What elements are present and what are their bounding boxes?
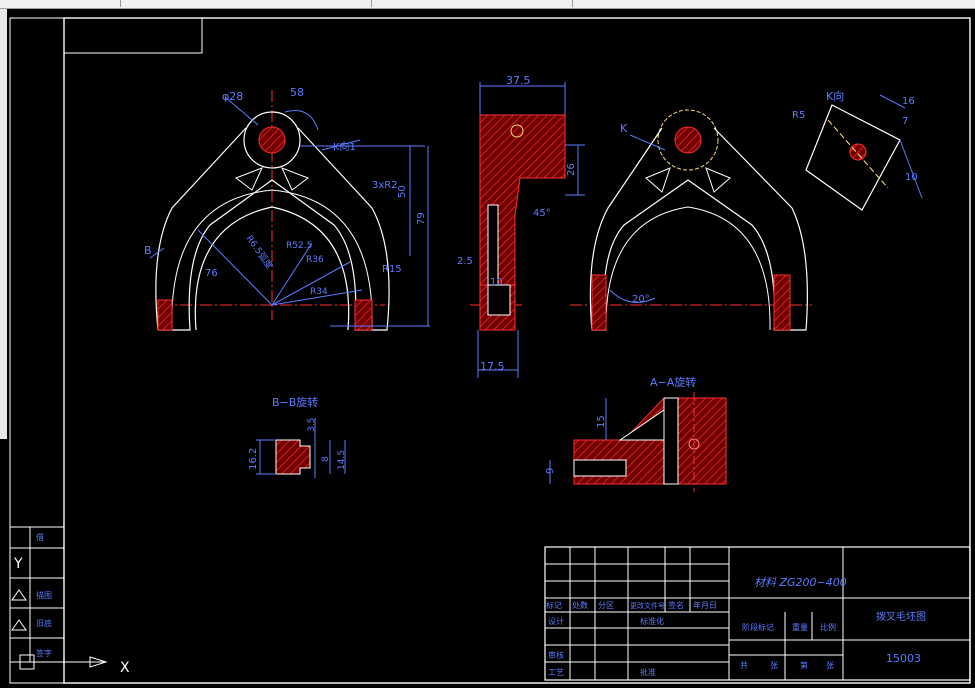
tb-row-0: 标记: [546, 600, 562, 610]
panel-label-4: 签字: [36, 648, 52, 658]
tb-row-5: 年月日: [693, 600, 717, 610]
dim-16: 16: [902, 96, 915, 107]
tb-sig-2: 工艺: [548, 668, 564, 677]
dim-d28: φ28: [222, 90, 243, 103]
dim-10k: 10: [905, 172, 918, 183]
dim-37: 37.5: [506, 74, 531, 87]
tb-stage-2: 比例: [820, 622, 836, 632]
dim-50: 50: [397, 185, 408, 198]
dim-76: 76: [205, 268, 218, 279]
dim-15: 15: [596, 415, 607, 428]
mark-b: B: [144, 244, 152, 257]
dim-10: 10: [490, 277, 503, 288]
inner-frame: [63, 17, 971, 684]
tb-part-name: 拨叉毛坯图: [876, 610, 926, 623]
tb-misc-1: 批准: [640, 667, 656, 677]
dim-7: 7: [902, 116, 908, 127]
dim-16-2: 16.2: [248, 448, 259, 470]
dim-20deg: 20°: [632, 294, 650, 305]
panel-label-3: 旧底: [36, 618, 52, 628]
tb-stage-0: 阶段标记: [742, 622, 774, 632]
title-block: 标记 处数 分区 更改文件号 签名 年月日 设计 审核 工艺 标准化 批准 阶段…: [544, 546, 971, 681]
corner-box: [63, 17, 203, 54]
dim-r5: R5: [792, 110, 805, 121]
dim-17-5: 17.5: [480, 360, 505, 373]
k-view: K向 R5 16 7 10: [792, 89, 923, 211]
tb-material: 材料 ZG200−400: [754, 576, 847, 589]
tb-sheet-0: 共: [740, 661, 748, 670]
panel-label-0: 借: [36, 532, 44, 542]
aa-section: A−A旋转 15 9: [545, 375, 727, 492]
cad-drawing: φ28 58 K向1 3xR2 50 79 R15 R36 R52.5 R34 …: [9, 17, 971, 684]
mark-k: K: [620, 122, 628, 135]
dim-79: 79: [416, 212, 427, 225]
drawing-canvas[interactable]: φ28 58 K向1 3xR2 50 79 R15 R36 R52.5 R34 …: [8, 9, 975, 684]
dim-k-label: K向1: [333, 140, 356, 153]
panel-label-2: 描图: [36, 590, 52, 600]
tb-sheet-2: 第: [800, 660, 808, 670]
side-view: 37.5 26 45° 10 2.5 17.5: [457, 74, 585, 378]
tb-row-2: 分区: [598, 601, 614, 610]
dim-45: 45°: [533, 208, 551, 219]
tb-sig-0: 设计: [548, 616, 564, 626]
aa-title: A−A旋转: [650, 375, 696, 389]
tb-drawing-no: 15003: [886, 652, 921, 665]
toolbar-strip: [0, 0, 975, 9]
dim-r15: R15: [382, 264, 402, 275]
left-scroll-strip: [0, 9, 7, 439]
right-view: K 20°: [570, 109, 812, 331]
tb-misc-0: 标准化: [640, 616, 664, 626]
dim-26: 26: [566, 163, 577, 176]
dim-3xr2: 3xR2: [372, 180, 398, 191]
dim-8: 8: [321, 456, 331, 462]
bb-title: B−B旋转: [272, 395, 318, 409]
dim-r36: R36: [306, 255, 324, 265]
tb-row-1: 处数: [572, 600, 588, 610]
left-stamp-panel: 借 Y 描图 旧底 签字: [9, 526, 65, 663]
dim-2-5: 2.5: [457, 256, 473, 267]
k-view-title: K向: [826, 89, 844, 103]
bb-section: B−B旋转 16.2 3.5 8 14.5: [248, 395, 347, 478]
dim-r34: R34: [310, 287, 328, 297]
front-view: φ28 58 K向1 3xR2 50 79 R15 R36 R52.5 R34 …: [144, 86, 430, 331]
panel-label-1: Y: [13, 556, 23, 572]
dim-9: 9: [545, 468, 556, 474]
dim-14-5: 14.5: [337, 450, 347, 470]
dim-3-5: 3.5: [307, 418, 317, 432]
axis-x-label: X: [120, 660, 130, 676]
dim-rdeg: R6.5弧度: [244, 233, 276, 271]
tb-sig-1: 审核: [548, 650, 564, 660]
tb-row-4: 签名: [668, 600, 684, 610]
tb-sheet-1: 张: [770, 661, 778, 670]
tb-row-3: 更改文件号: [630, 601, 665, 610]
dim-58: 58: [290, 86, 304, 99]
dim-r52: R52.5: [286, 241, 312, 251]
ucs-icon: X: [19, 654, 130, 676]
tb-stage-1: 重量: [792, 622, 808, 632]
tb-sheet-3: 张: [826, 661, 834, 670]
